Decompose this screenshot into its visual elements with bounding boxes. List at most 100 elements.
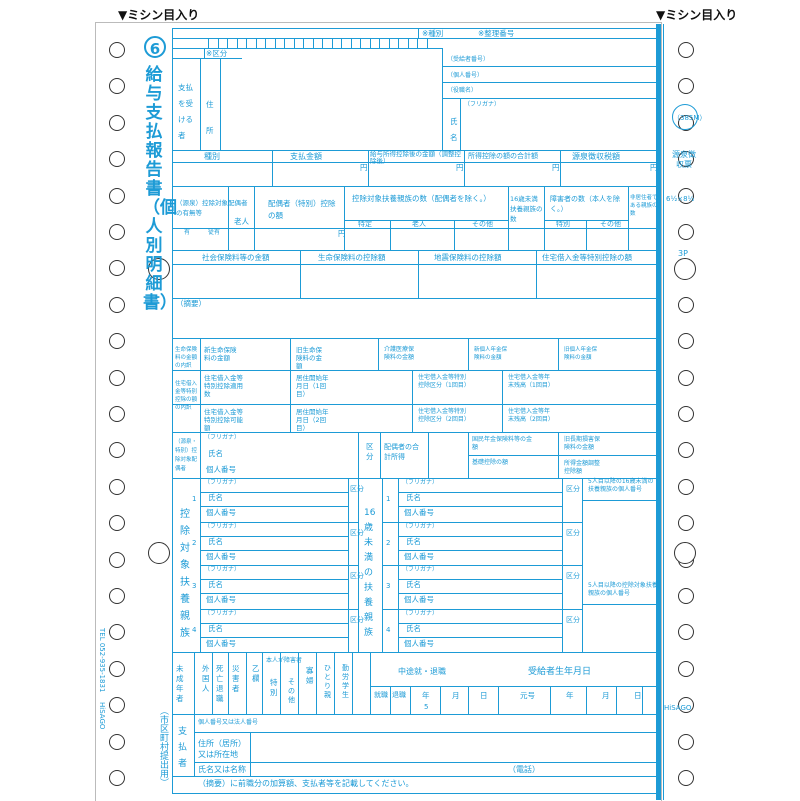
feed-hole xyxy=(109,42,125,58)
publisher-brand-right: HiSAGO xyxy=(664,704,692,712)
under16-field-divider xyxy=(398,535,562,537)
row3-jutaku: 住宅借入金等特別控除の額 xyxy=(542,253,632,262)
col-hi: 日 xyxy=(480,691,488,700)
dependent-kubun: 区分 xyxy=(350,528,364,537)
extra-note-under16: 5人目以降の16歳未満の扶養親族の個人番号 xyxy=(588,478,654,493)
bottom-grid-line xyxy=(616,686,617,714)
tick-line xyxy=(284,38,285,48)
dependent-index: 2 xyxy=(192,538,197,547)
col-nen2: 年 xyxy=(566,691,574,700)
bottom-grid-line xyxy=(280,652,281,714)
feed-hole xyxy=(109,406,125,422)
under16-furigana: （フリガナ） xyxy=(402,479,439,486)
under16-kojin: 個人番号 xyxy=(404,508,434,517)
dependent-field-divider xyxy=(200,622,348,624)
payer-address: 住所（居所）又は所在地 xyxy=(198,739,246,759)
under16-field-divider xyxy=(398,579,562,580)
dependent-kojin: 個人番号 xyxy=(206,595,236,604)
gensen-label: 源泉徴収票 xyxy=(672,150,696,169)
feed-hole xyxy=(109,442,125,459)
form-grid: ※種別 ※整理番号 ※区分 支払を受ける者 住所 （受給者番号） （個人番号） … xyxy=(172,28,658,794)
tick-line xyxy=(217,38,219,48)
under16-row-divider xyxy=(382,608,582,610)
feed-hole xyxy=(678,224,694,240)
bottom-grid-line xyxy=(228,652,229,714)
row3-seimei: 生命保険料の控除額 xyxy=(318,253,386,262)
under16-kubun: 区分 xyxy=(566,528,580,537)
perforation-label-right: ▼ミシン目入り xyxy=(656,8,738,22)
under16-row-divider xyxy=(382,521,582,523)
tick-line xyxy=(265,38,266,48)
tick-line xyxy=(303,38,304,48)
col-miseinen: 未成年者 xyxy=(176,664,184,703)
row2-hikyoju-label: 非居住者である親族の数 xyxy=(630,195,658,217)
dependents-label: 控除対象扶養親族 xyxy=(180,509,190,639)
row2-fuyo-label: 控除対象扶養親族の数（配偶者を除く。） xyxy=(352,194,491,203)
bottom-grid-line xyxy=(550,686,551,714)
col-shibo: 死亡退職 xyxy=(216,664,224,703)
tick-line xyxy=(208,38,209,48)
dependent-field-divider xyxy=(200,492,348,493)
dependent-field-divider xyxy=(200,579,348,580)
bottom-grid-line xyxy=(586,686,587,714)
dependent-field-divider xyxy=(200,535,348,537)
row1-yen-3: 円 xyxy=(552,163,560,172)
address-label: 住所 xyxy=(206,100,214,135)
shotoku-chosei: 所得金額調整控除額 xyxy=(564,460,601,475)
form-title: 給与支払報告書（個人別明細書） xyxy=(143,65,177,313)
tick-line xyxy=(255,38,257,48)
feed-hole xyxy=(678,78,694,95)
perforation-strip xyxy=(656,24,661,800)
under16-name: 氏名 xyxy=(406,536,421,546)
dependent-furigana: （フリガナ） xyxy=(204,566,241,573)
under16-name: 氏名 xyxy=(406,493,421,502)
row2-yen-haigusha: 円 xyxy=(338,229,346,238)
tick-line xyxy=(388,38,390,48)
dependent-field-divider xyxy=(200,636,348,638)
col-tokubetsu: 特別 xyxy=(270,678,278,697)
feed-hole xyxy=(109,697,125,714)
bottom-grid-line xyxy=(194,652,195,714)
furigana-label: （フリガナ） xyxy=(464,101,501,108)
feed-hole xyxy=(678,151,694,168)
zandaka-2: 住宅借入金等年末残高（2回目） xyxy=(508,408,554,423)
row1-col-kyuyo: 給与所得控除後の金額（調整控除後） xyxy=(370,150,461,165)
form-paper xyxy=(95,22,662,801)
dependent-field-divider xyxy=(200,506,348,507)
row1-yen-4: 円 xyxy=(650,163,658,172)
tick-line xyxy=(293,38,295,48)
jukyusha-label: （受給者番号） xyxy=(447,56,490,63)
under16-field-divider xyxy=(398,622,562,624)
col-tsuki: 月 xyxy=(452,691,460,700)
feed-hole xyxy=(678,588,694,604)
perforation-label-left: ▼ミシン目入り xyxy=(118,8,200,22)
tick-line xyxy=(274,38,276,48)
tick-line xyxy=(227,38,228,48)
payee-label: 支払を受ける者 xyxy=(178,83,193,140)
tick-line xyxy=(379,38,380,48)
feed-hole xyxy=(109,224,125,240)
col-otsu: 乙欄 xyxy=(252,664,260,683)
bottom-grid-line xyxy=(498,686,499,714)
jutaku-detail-label: 住宅借入金等特別控除の額の内訳 xyxy=(175,381,198,411)
dependent-kubun: 区分 xyxy=(350,615,364,624)
dependent-name: 氏名 xyxy=(208,493,223,502)
form-outer-border xyxy=(172,28,658,794)
tick-line xyxy=(236,38,238,48)
spouse-label: （源泉・特別）控除対象配偶者 xyxy=(175,439,198,472)
feed-hole xyxy=(678,333,694,350)
payer-tel: （電話） xyxy=(508,765,540,774)
feed-hole xyxy=(109,733,125,750)
col-honnin-shogai: 本人が障害者 xyxy=(266,657,303,664)
kyoju-1: 居住開始年月日（1回目） xyxy=(296,374,329,398)
kyoju-2: 居住開始年月日（2回目） xyxy=(296,408,329,432)
row3-shakai: 社会保険料等の金額 xyxy=(202,253,270,262)
row2-16sai-label: 16歳未満扶養親族の数 xyxy=(510,195,543,223)
feed-hole xyxy=(109,369,125,386)
form-code-stamp: （385M） xyxy=(672,104,706,130)
row2-sub-rojin: 老人 xyxy=(412,220,426,228)
feed-hole xyxy=(678,478,694,495)
name-label: 氏名 xyxy=(450,117,458,142)
feed-hole xyxy=(678,770,694,786)
under16-name: 氏名 xyxy=(406,580,421,589)
